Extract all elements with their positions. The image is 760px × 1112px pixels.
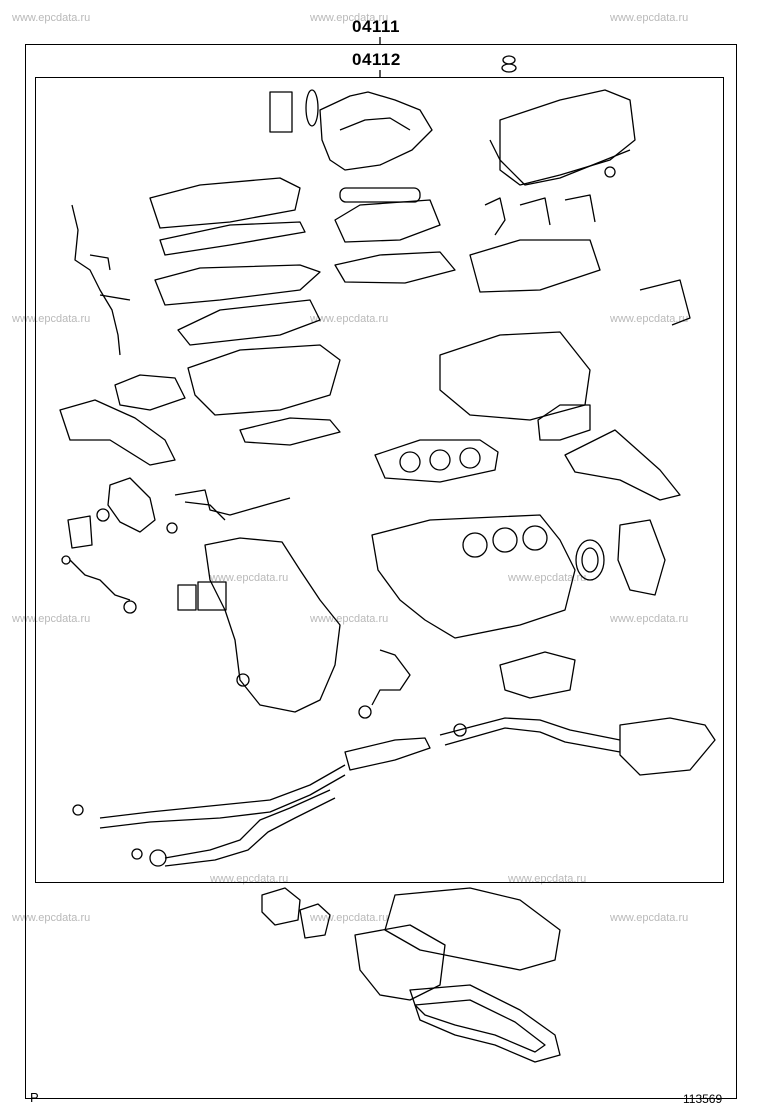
lower-kit-parts[interactable]	[261, 887, 561, 1063]
oil-line-part[interactable]	[61, 555, 137, 614]
cylinder-block-part[interactable]	[371, 514, 666, 639]
water-pipe-part[interactable]	[67, 477, 291, 549]
watermark: www.epcdata.ru	[610, 613, 689, 625]
head-gasket-part[interactable]	[239, 417, 499, 483]
timing-cover-part[interactable]	[177, 537, 341, 713]
watermark: www.epcdata.ru	[610, 912, 689, 924]
illustration-number: 113569	[683, 1092, 723, 1106]
watermark: www.epcdata.ru	[12, 12, 91, 24]
valve-cover-gasket-left[interactable]	[149, 177, 321, 306]
dipstick-tube-part[interactable]	[71, 204, 131, 356]
part-number-inner-kit: 04112	[352, 50, 401, 69]
oil-cooler-pipe[interactable]	[358, 649, 411, 719]
watermark: www.epcdata.ru	[610, 12, 689, 24]
cylinder-head-right[interactable]	[439, 331, 681, 501]
exhaust-manifold-left[interactable]	[59, 299, 341, 466]
watermark: www.epcdata.ru	[12, 313, 91, 325]
head-cover-right-part[interactable]	[489, 89, 636, 186]
right-bank-gaskets[interactable]	[469, 194, 691, 326]
watermark: www.epcdata.ru	[310, 613, 389, 625]
intake-gasket-set[interactable]	[334, 187, 456, 284]
watermark: www.epcdata.ru	[310, 12, 389, 24]
oil-seal-ring	[501, 55, 517, 73]
head-cover-left-part[interactable]	[269, 89, 433, 171]
watermark: www.epcdata.ru	[508, 572, 587, 584]
watermark: www.epcdata.ru	[610, 313, 689, 325]
exhaust-pipe-part[interactable]	[72, 717, 621, 867]
watermark: www.epcdata.ru	[310, 313, 389, 325]
muffler-part[interactable]	[499, 651, 716, 776]
corner-mark-left: P	[30, 1090, 39, 1105]
watermark: www.epcdata.ru	[210, 572, 289, 584]
outer-kit-frame	[25, 44, 737, 1099]
watermark: www.epcdata.ru	[12, 912, 91, 924]
part-number-outer-kit: 04111	[352, 17, 400, 36]
watermark: www.epcdata.ru	[12, 613, 91, 625]
